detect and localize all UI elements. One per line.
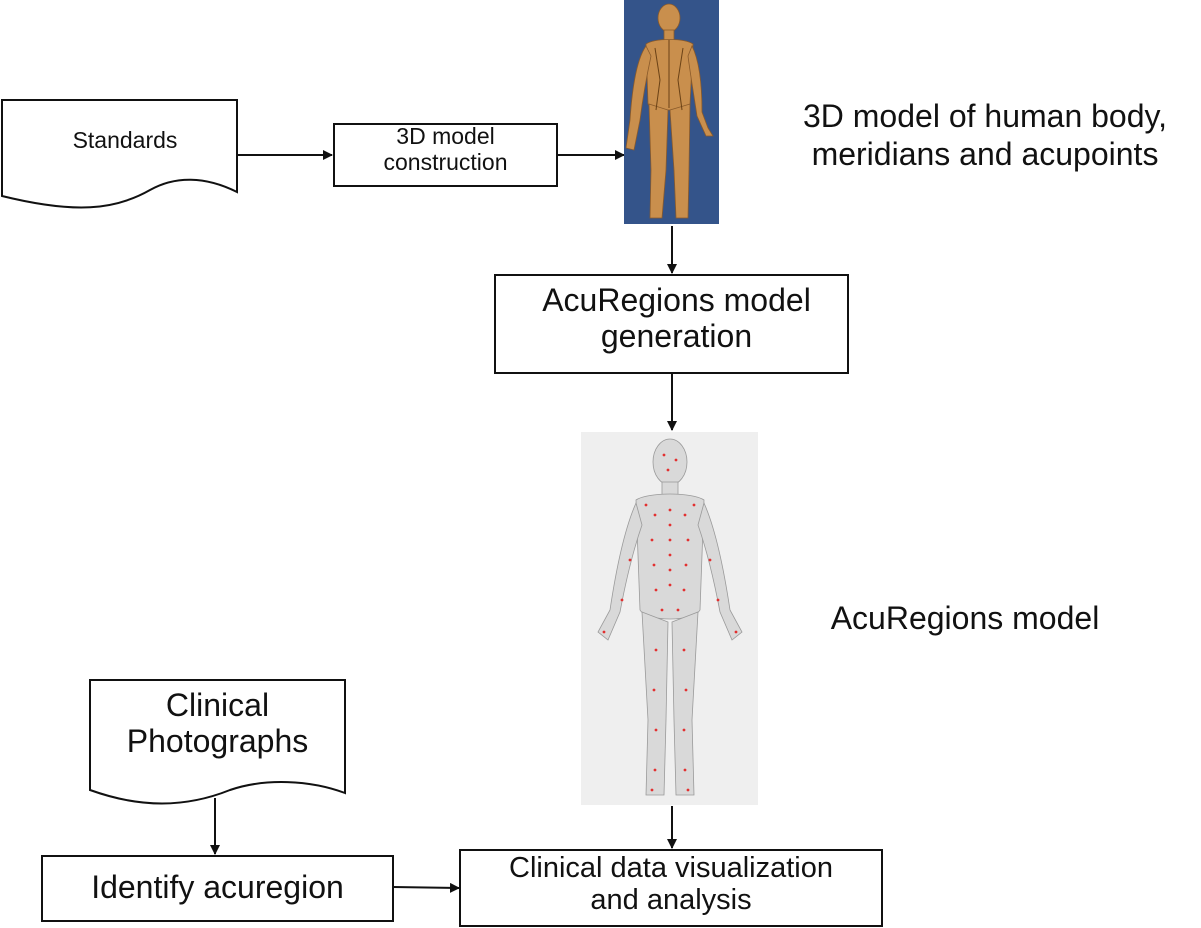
- acuregions-generation-line-1: AcuRegions model: [542, 282, 811, 318]
- visualization-box: [459, 849, 883, 927]
- body-model-caption: 3D model of human body, meridians and ac…: [770, 98, 1200, 174]
- identify-acuregion-label: Identify acuregion: [91, 869, 344, 905]
- clinical-photographs-line-2: Photographs: [126, 722, 309, 759]
- acuregions-generation-line-2: generation: [600, 317, 753, 354]
- model-construction-label: 3D model construction: [333, 123, 558, 176]
- standards-document-shape: [1, 99, 238, 209]
- acuregions-generation-label: AcuRegions model generation: [504, 282, 849, 355]
- arrow-icon: [392, 882, 460, 893]
- clinical-photographs-document-shape: [89, 679, 346, 805]
- model-construction-line-1: 3D model: [396, 123, 495, 149]
- standards-label: Standards: [72, 127, 178, 153]
- clinical-photographs-label: Clinical Photographs: [90, 687, 345, 760]
- identify-acuregion-box: [41, 855, 394, 922]
- body-model-caption-line-2: meridians and acupoints: [811, 135, 1159, 172]
- model-construction-line-2: construction: [383, 148, 508, 175]
- body-model-caption-line-1: 3D model of human body,: [802, 98, 1168, 134]
- visualization-label: Clinical data visualization and analysis: [459, 852, 883, 917]
- model-construction-box: [333, 123, 558, 187]
- acuregions-generation-box: [494, 274, 849, 374]
- acuregions-model-caption: AcuRegions model: [830, 600, 1100, 636]
- human-body-3d-figure: [624, 0, 719, 224]
- visualization-line-2: and analysis: [590, 884, 752, 917]
- acuregions-mesh-figure: [581, 432, 758, 805]
- clinical-photographs-line-1: Clinical: [165, 687, 270, 723]
- visualization-line-1: Clinical data visualization: [509, 852, 833, 884]
